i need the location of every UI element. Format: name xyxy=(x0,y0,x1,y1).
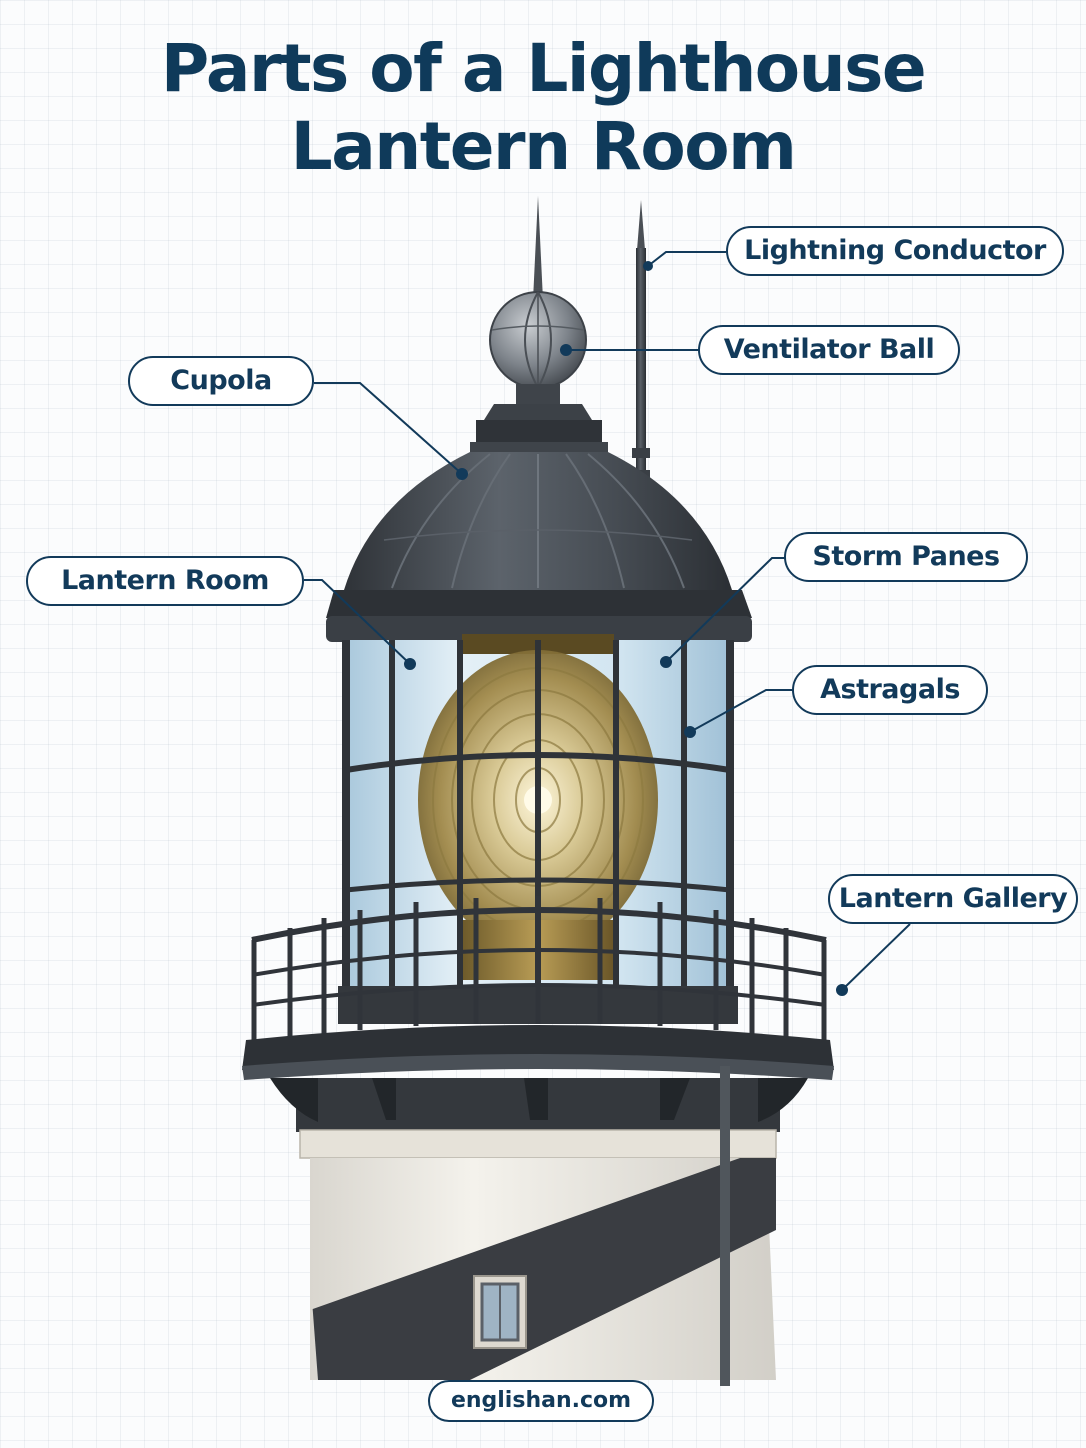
website-footer[interactable]: englishan.com xyxy=(428,1380,654,1422)
title-line-2: Lantern Room xyxy=(290,108,797,185)
cupola-cap xyxy=(470,404,608,454)
label-astragals: Astragals xyxy=(792,665,988,715)
label-storm-panes: Storm Panes xyxy=(784,532,1028,582)
ventilator-ball xyxy=(489,291,587,404)
label-ventilator-ball: Ventilator Ball xyxy=(698,325,960,375)
tower xyxy=(299,1066,777,1386)
spire xyxy=(533,196,543,300)
label-cupola: Cupola xyxy=(128,356,314,406)
astragals xyxy=(342,640,734,990)
label-lantern-room: Lantern Room xyxy=(26,556,304,606)
downpipe xyxy=(720,1066,730,1386)
gallery-railing xyxy=(251,896,827,1044)
page-title: Parts of a Lighthouse Lantern Room xyxy=(0,30,1086,186)
leader-lines xyxy=(304,251,911,996)
label-lantern-gallery: Lantern Gallery xyxy=(828,874,1078,924)
label-lightning-conductor: Lightning Conductor xyxy=(726,226,1064,276)
gallery-deck xyxy=(242,1025,834,1132)
tower-window xyxy=(473,1275,527,1349)
lightning-conductor-rod xyxy=(632,200,650,484)
title-line-1: Parts of a Lighthouse xyxy=(160,30,927,107)
cupola-dome xyxy=(326,452,752,642)
